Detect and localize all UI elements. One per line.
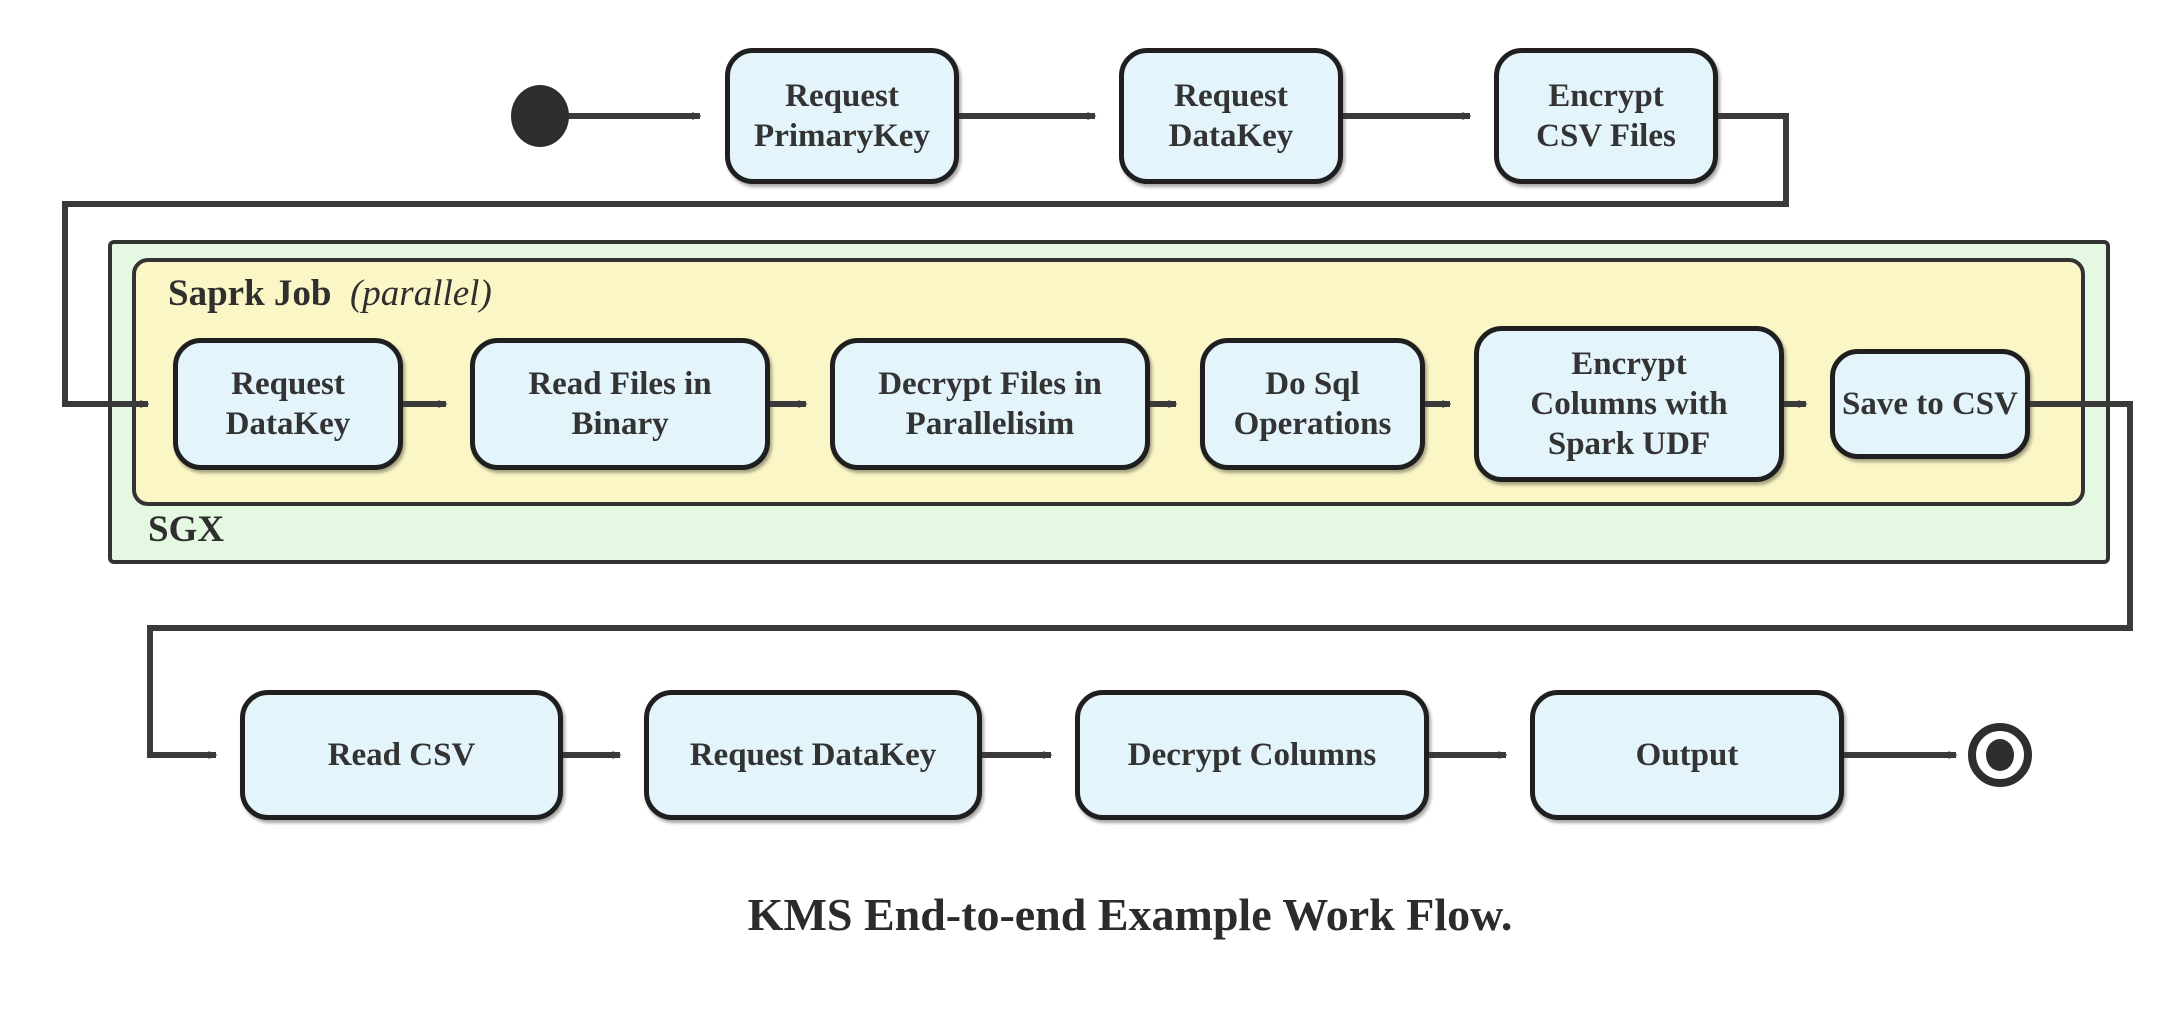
node-request-primarykey: Request PrimaryKey: [725, 48, 959, 184]
spark-job-label: Saprk Job (parallel): [168, 272, 492, 315]
node-read-csv: Read CSV: [240, 690, 563, 820]
node-read-files-in-binary: Read Files in Binary: [470, 338, 770, 470]
node-save-to-csv: Save to CSV: [1830, 349, 2030, 459]
node-request-datakey-bottom: Request DataKey: [644, 690, 982, 820]
node-output: Output: [1530, 690, 1844, 820]
start-node-icon: [511, 85, 569, 147]
node-decrypt-columns: Decrypt Columns: [1075, 690, 1429, 820]
sgx-label: SGX: [148, 509, 225, 550]
node-encrypt-csv-files: Encrypt CSV Files: [1494, 48, 1718, 184]
node-do-sql-operations: Do Sql Operations: [1200, 338, 1425, 470]
node-request-datakey-spark: Request DataKey: [173, 338, 403, 470]
spark-job-label-bold: Saprk Job: [168, 273, 332, 314]
spark-job-label-parallel: (parallel): [349, 273, 492, 314]
diagram-caption: KMS End-to-end Example Work Flow.: [747, 889, 1513, 940]
node-request-datakey-top: Request DataKey: [1119, 48, 1343, 184]
node-decrypt-files-in-parallelisim: Decrypt Files in Parallelisim: [830, 338, 1150, 470]
end-node-icon: [1968, 723, 2032, 787]
node-encrypt-columns-with-spark-udf: Encrypt Columns with Spark UDF: [1474, 326, 1784, 482]
